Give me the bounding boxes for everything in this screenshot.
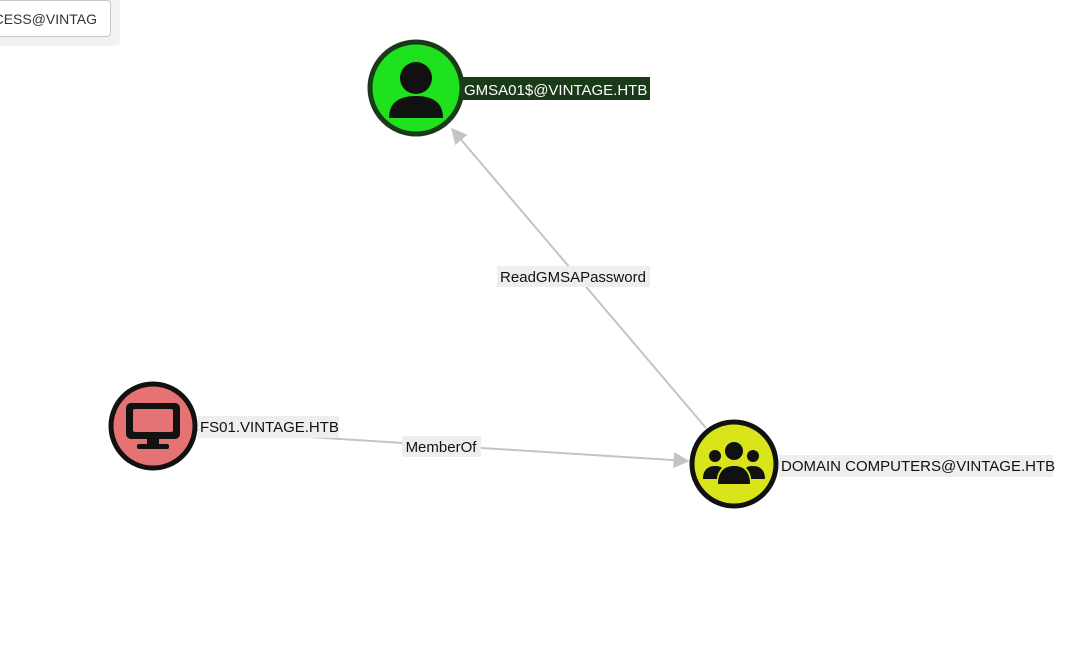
edge-label-bg xyxy=(497,266,650,287)
node-circle[interactable] xyxy=(689,419,779,509)
node-label-bg xyxy=(461,77,650,100)
edge-label-readgmsapassword[interactable]: ReadGMSAPassword xyxy=(500,269,646,286)
node-label-bg xyxy=(779,455,1053,477)
node-label-gmsa01[interactable]: GMSA01$@VINTAGE.HTB xyxy=(464,82,647,99)
user-icon xyxy=(389,62,443,118)
node-domain-computers[interactable]: DOMAIN COMPUTERS@VINTAGE.HTB xyxy=(689,419,1055,509)
users-icon xyxy=(703,442,765,484)
desktop-icon xyxy=(126,403,180,449)
edge-readgmsapassword[interactable]: ReadGMSAPassword xyxy=(450,127,707,429)
node-label-fs01[interactable]: FS01.VINTAGE.HTB xyxy=(200,419,339,436)
node-gmsa01[interactable]: GMSA01$@VINTAGE.HTB xyxy=(367,39,650,137)
node-fs01[interactable]: FS01.VINTAGE.HTB xyxy=(108,381,339,471)
node-label-bg xyxy=(198,416,339,438)
edge-label-bg xyxy=(402,436,481,457)
node-search-button[interactable]: CESS@VINTAG xyxy=(0,0,111,37)
query-panel: CESS@VINTAG xyxy=(0,0,120,46)
node-label-domain-computers[interactable]: DOMAIN COMPUTERS@VINTAGE.HTB xyxy=(781,458,1055,475)
edge-label-memberof[interactable]: MemberOf xyxy=(406,439,478,456)
